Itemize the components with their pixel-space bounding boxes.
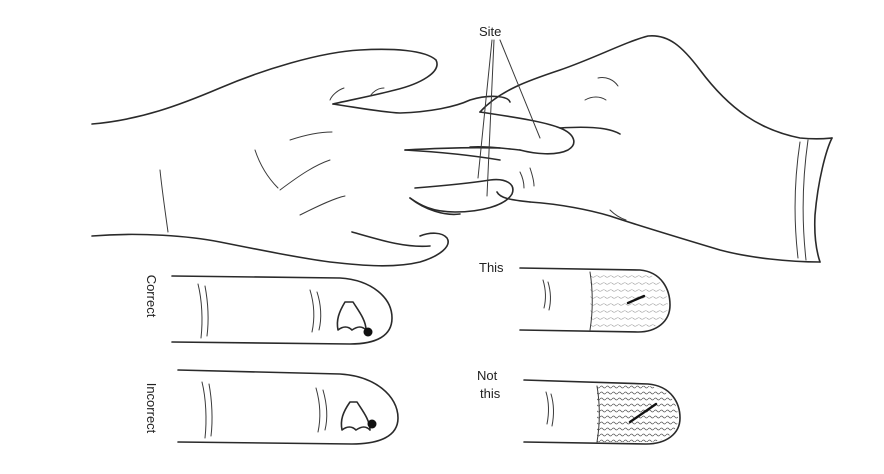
incorrect-finger: [178, 370, 398, 444]
not-this-label-line2: this: [480, 386, 501, 401]
correct-finger: [172, 276, 392, 344]
incorrect-label: Incorrect: [144, 383, 159, 434]
this-label: This: [479, 260, 504, 275]
this-finger: [520, 268, 670, 332]
correct-puncture-dot: [364, 328, 373, 337]
correct-label: Correct: [144, 275, 159, 318]
operator-hand: [470, 36, 832, 262]
site-pointer-lines: [478, 40, 540, 196]
patient-hand: [92, 49, 513, 265]
incorrect-puncture-dot: [368, 420, 377, 429]
not-this-finger: [524, 380, 680, 444]
not-this-label-line1: Not: [477, 368, 498, 383]
site-label: Site: [479, 24, 501, 39]
